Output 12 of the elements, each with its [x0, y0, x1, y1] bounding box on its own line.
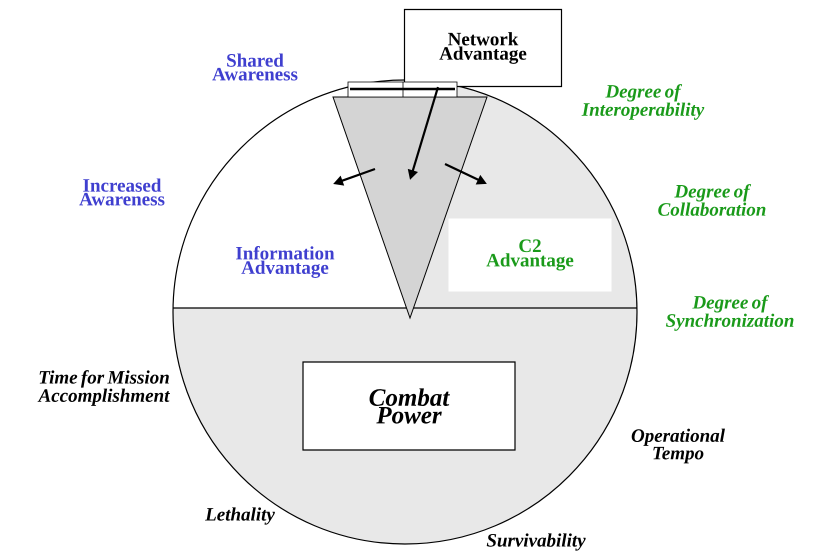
region-label: Information Advantage [236, 246, 334, 278]
factor-label: Lethality [205, 507, 275, 525]
factor-label: Increased Awareness [79, 178, 164, 206]
factor-label: Operational Tempo [632, 428, 725, 464]
factor-label: Time for Mission Accomplishment [38, 370, 170, 406]
factor-label: Degree of Interoperability [582, 84, 704, 120]
factor-label: Survivability [486, 533, 586, 551]
factor-label: Degree of Synchronization [666, 295, 794, 331]
factor-label: Degree of Collaboration [658, 184, 766, 216]
region-label-box: C2 Advantage [448, 218, 612, 292]
factor-label: Shared Awareness [212, 53, 298, 81]
result-box: Combat Power [302, 361, 516, 451]
